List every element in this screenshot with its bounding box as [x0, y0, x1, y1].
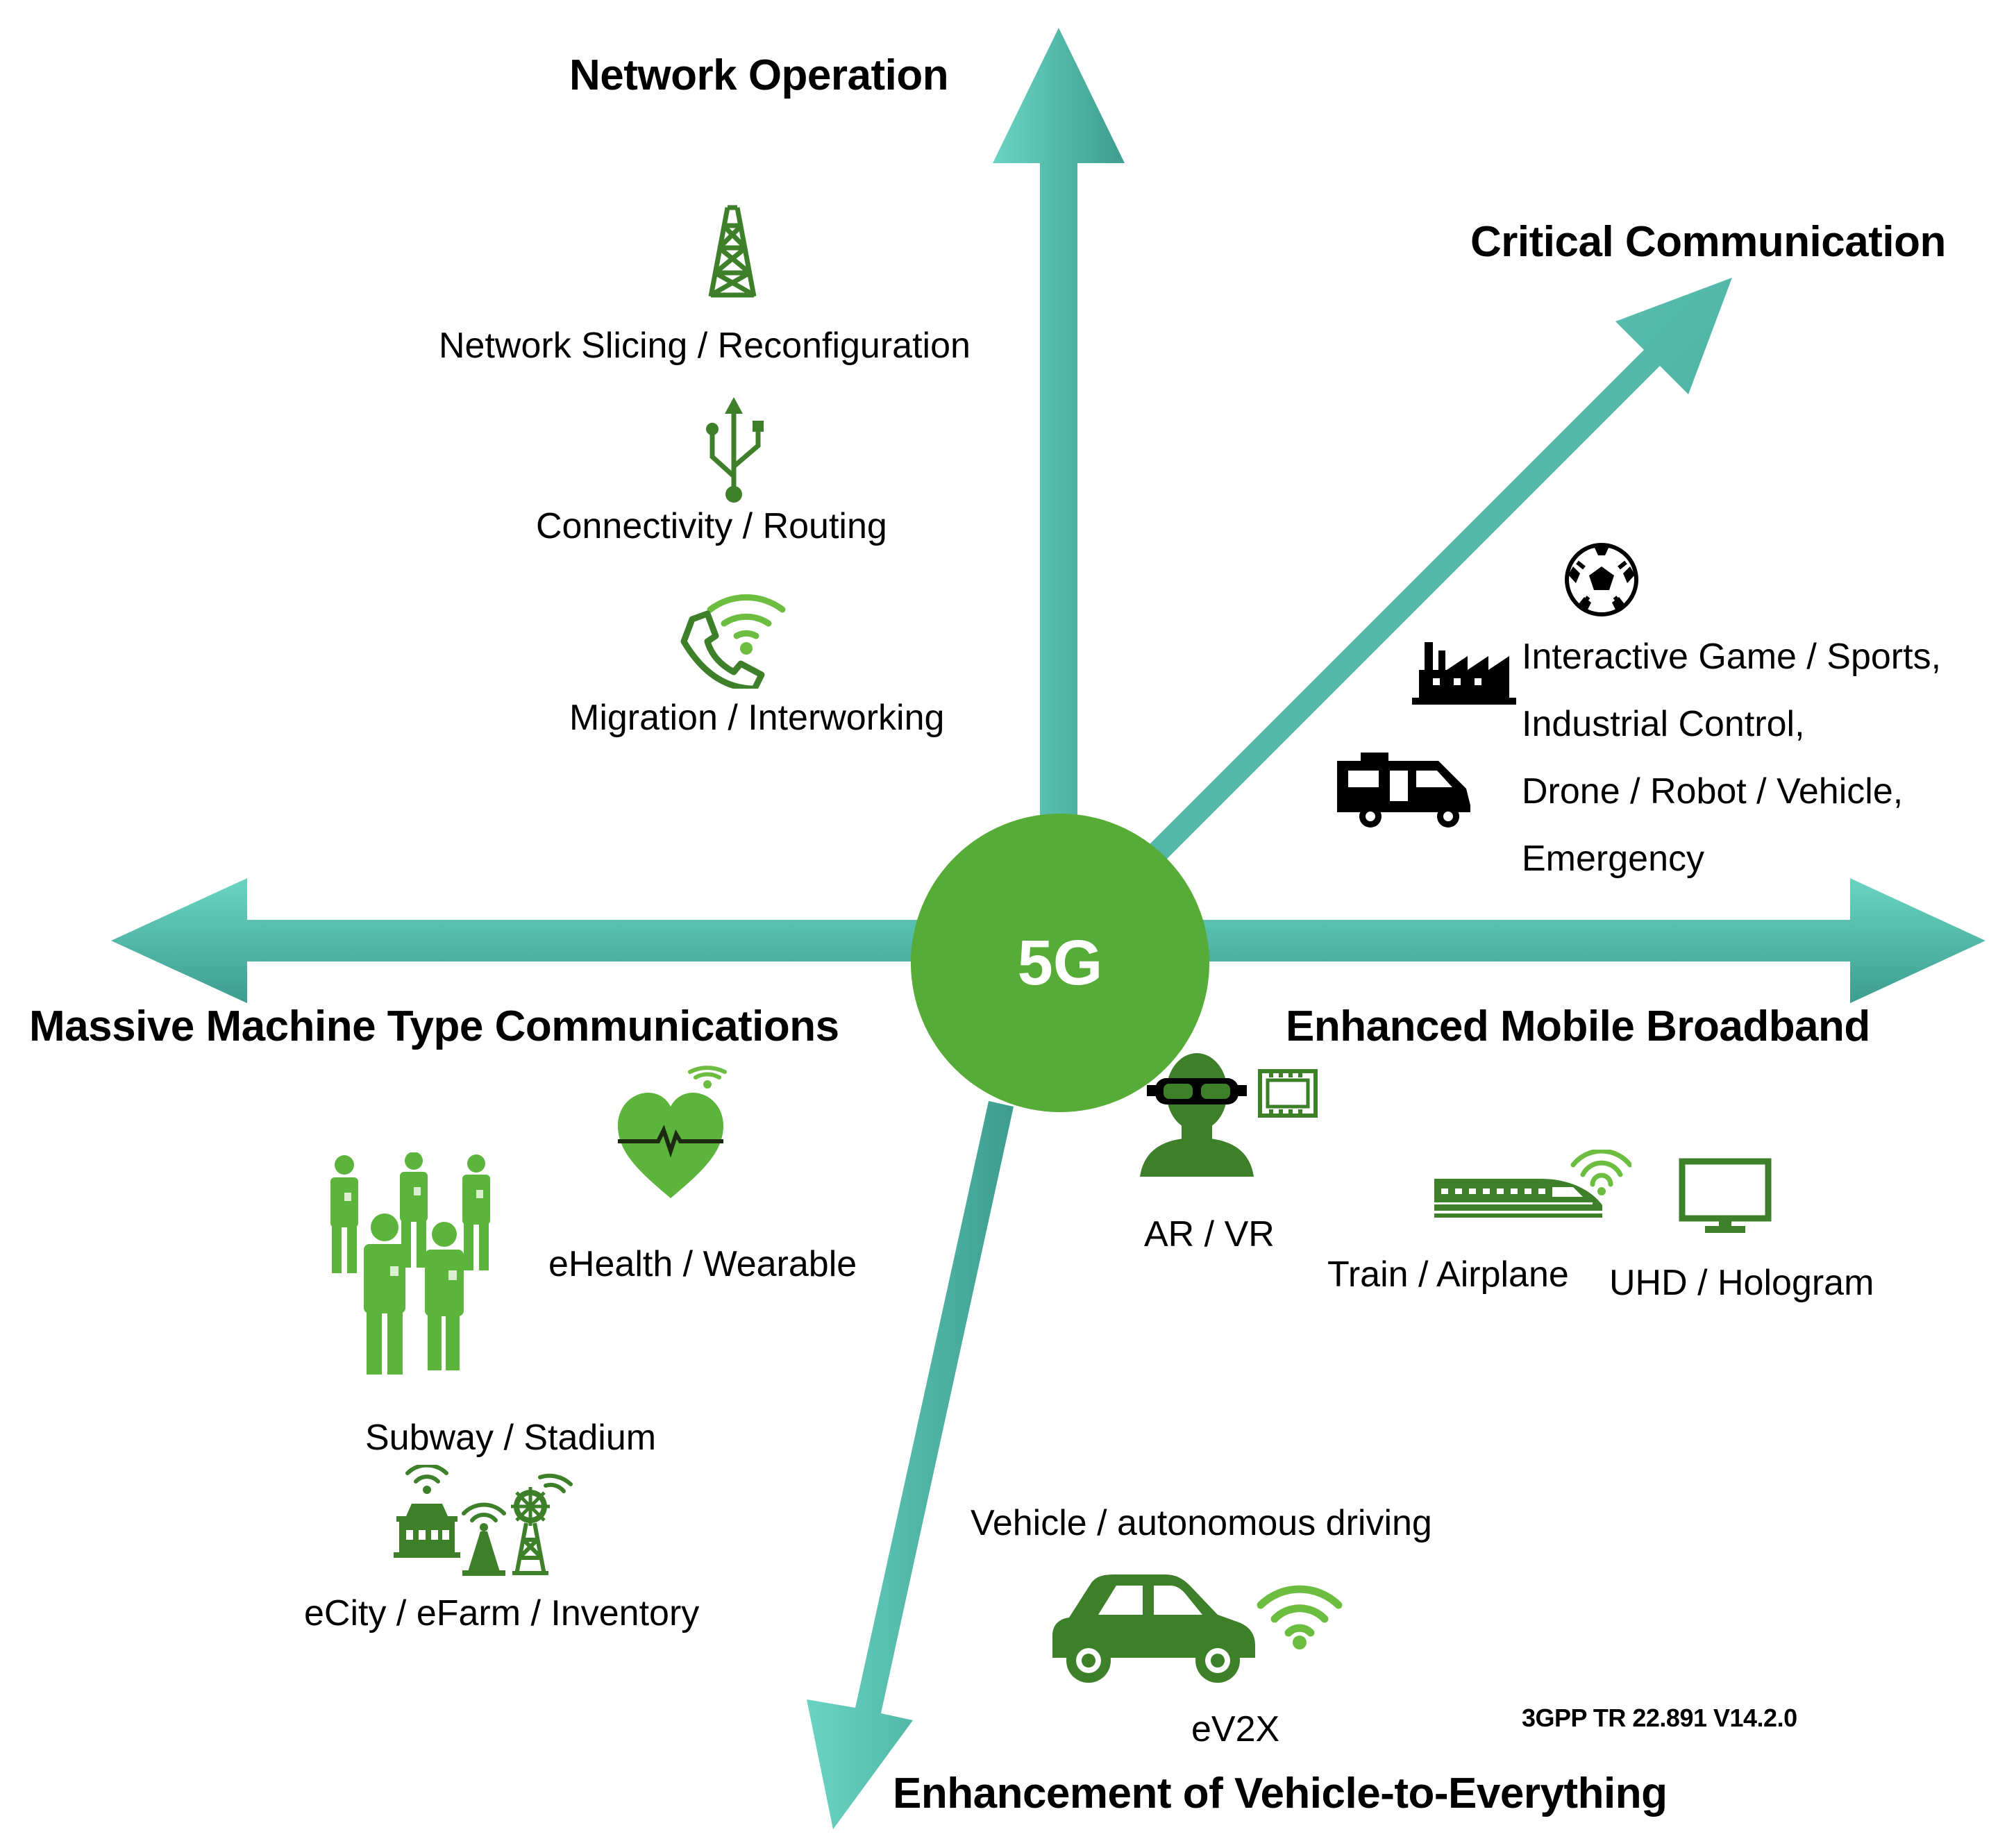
critical-item-game-sports: Interactive Game / Sports, [1522, 637, 1942, 677]
5g-label: 5G [1017, 927, 1103, 998]
label-network-slicing: Network Slicing / Reconfiguration [439, 326, 971, 366]
critical-item-emergency: Emergency [1522, 839, 1704, 879]
arrow-critical-communication [1139, 278, 1732, 871]
critical-item-industrial: Industrial Control, [1522, 704, 1805, 744]
label-ar-vr: AR / VR [1144, 1214, 1275, 1254]
vr-headset-person-icon [1140, 1053, 1254, 1177]
arrow-ev2x [807, 1101, 1014, 1829]
critical-items-list: Interactive Game / Sports, Industrial Co… [1522, 623, 1941, 893]
arrow-embb [1201, 878, 1985, 1003]
phone-wifi-icon [680, 594, 786, 689]
label-subway-stadium: Subway / Stadium [365, 1418, 657, 1458]
critical-item-drone-robot: Drone / Robot / Vehicle, [1522, 771, 1904, 812]
label-migration-interworking: Migration / Interworking [569, 698, 945, 738]
monitor-icon [1679, 1158, 1772, 1233]
soccer-ball-icon [1565, 543, 1638, 616]
label-train-airplane: Train / Airplane [1327, 1254, 1569, 1295]
axis-label-massive-mtc: Massive Machine Type Communications [29, 1002, 839, 1050]
car-icon [1052, 1574, 1255, 1683]
axis-label-embb: Enhanced Mobile Broadband [1286, 1002, 1870, 1050]
axis-label-ev2x: Enhancement of Vehicle-to-Everything [893, 1770, 1668, 1817]
transmission-tower-icon [708, 205, 757, 298]
bullet-train-icon [1434, 1150, 1631, 1218]
arrow-network-operation [993, 28, 1125, 819]
reference-citation: 3GPP TR 22.891 V14.2.0 [1522, 1704, 1797, 1732]
label-uhd-hologram: UHD / Hologram [1609, 1263, 1874, 1303]
film-icon [1258, 1069, 1318, 1118]
label-ehealth-wearable: eHealth / Wearable [548, 1244, 857, 1284]
axis-label-critical-communication: Critical Communication [1470, 218, 1946, 266]
windmill-wifi-icon [511, 1473, 573, 1575]
5g-center-circle: 5G [911, 814, 1209, 1112]
rv-truck-icon [1337, 753, 1470, 828]
heart-pulse-wifi-icon [618, 1066, 727, 1198]
arrow-massive-mtc [111, 878, 923, 1003]
label-ecity-efarm-inventory: eCity / eFarm / Inventory [304, 1593, 700, 1633]
people-group-icon [330, 1152, 490, 1375]
factory-icon [1412, 642, 1516, 705]
axis-label-network-operation: Network Operation [569, 51, 949, 99]
antenna-wifi-icon [462, 1502, 506, 1576]
label-vehicle-autonomous: Vehicle / autonomous driving [971, 1503, 1432, 1543]
label-connectivity-routing: Connectivity / Routing [536, 506, 887, 546]
house-wifi-icon [394, 1465, 460, 1558]
wifi-icon [1257, 1585, 1343, 1649]
label-ev2x: eV2X [1191, 1709, 1280, 1749]
usb-icon [706, 397, 764, 503]
